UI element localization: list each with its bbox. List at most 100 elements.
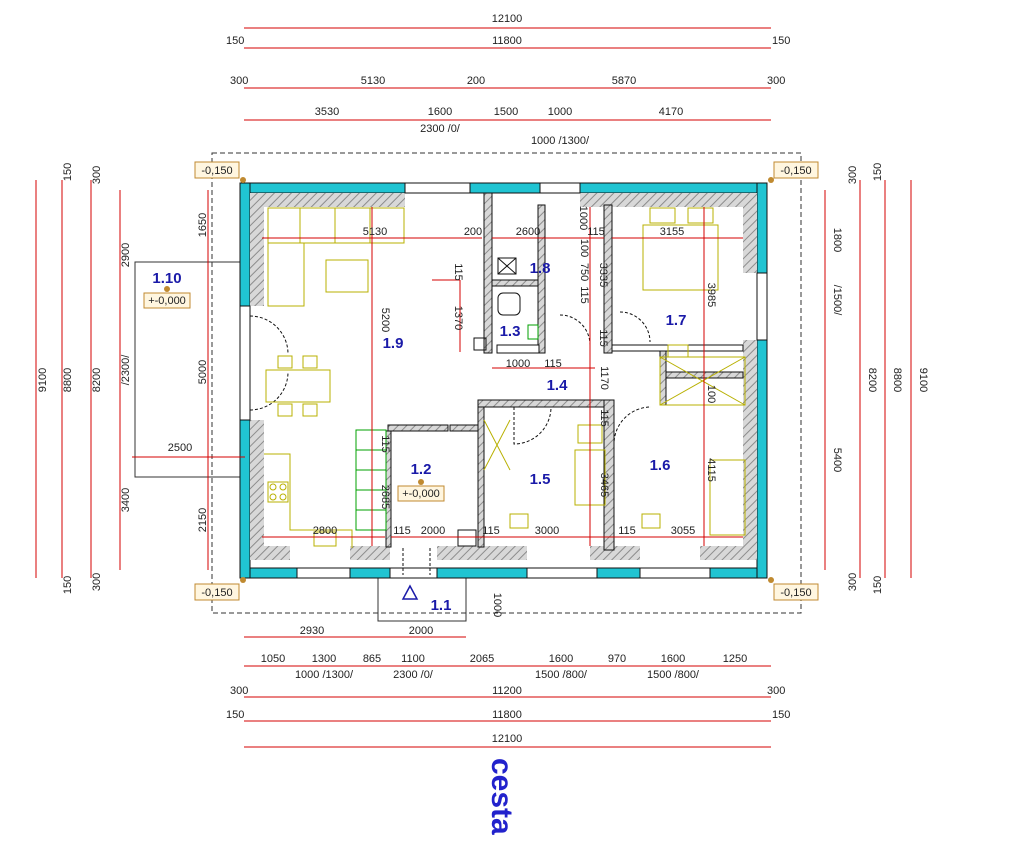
dim-bot-window-4: 1500 /800/ bbox=[647, 669, 700, 681]
site-outline bbox=[211, 152, 802, 614]
inner-dim-5130: 5130 bbox=[363, 226, 387, 238]
dim-bot-300-left: 300 bbox=[230, 685, 248, 697]
inner-dim-3155: 3155 bbox=[660, 226, 684, 238]
dim-bot-2000: 2000 bbox=[409, 625, 433, 637]
inner-dim-3985: 3985 bbox=[705, 283, 717, 307]
dim-bot-150-left: 150 bbox=[226, 709, 244, 721]
room-1-8: 1.8 bbox=[530, 260, 551, 277]
dim-top-5870: 5870 bbox=[612, 75, 636, 87]
inner-dim-115-f: 115 bbox=[598, 409, 610, 427]
inner-dim-115-a: 115 bbox=[587, 226, 605, 238]
inner-dim-1000-entry: 1000 bbox=[491, 593, 503, 617]
level-bl: -0,150 bbox=[201, 587, 232, 599]
dim-top-150-right: 150 bbox=[772, 35, 790, 47]
dim-bot-2930: 2930 bbox=[300, 625, 324, 637]
door-swings bbox=[249, 311, 652, 575]
furniture bbox=[264, 207, 746, 548]
partitions bbox=[385, 192, 744, 551]
dim-bot-window-2: 2300 /0/ bbox=[393, 669, 434, 681]
sanitary bbox=[355, 257, 539, 547]
dim-bot-150-right: 150 bbox=[772, 709, 790, 721]
inner-dim-2685: 2685 bbox=[379, 485, 391, 509]
dim-top-200: 200 bbox=[467, 75, 485, 87]
inner-dim-100-a: 100 bbox=[578, 239, 590, 257]
level-tr: -0,150 bbox=[780, 165, 811, 177]
dim-bot-1600a: 1600 bbox=[549, 653, 573, 665]
dim-top-5130: 5130 bbox=[361, 75, 385, 87]
dim-left-150-top: 150 bbox=[62, 163, 74, 181]
dim-left-8800: 8800 bbox=[62, 368, 74, 392]
dim-left-5000: 5000 bbox=[197, 360, 209, 384]
inner-dim-1370: 1370 bbox=[452, 306, 464, 330]
inner-dim-100-b: 100 bbox=[705, 385, 717, 403]
dim-bot-1600b: 1600 bbox=[661, 653, 685, 665]
inner-dim-3055: 3055 bbox=[671, 525, 695, 537]
level-tl: -0,150 bbox=[201, 165, 232, 177]
dim-top-300-right: 300 bbox=[767, 75, 785, 87]
inner-dim-2600: 2600 bbox=[516, 226, 540, 238]
dim-bot-1300: 1300 bbox=[312, 653, 336, 665]
inner-dim-2800: 2800 bbox=[313, 525, 337, 537]
dim-top-1500: 1500 bbox=[494, 106, 518, 118]
room-1-3: 1.3 bbox=[500, 323, 521, 340]
level-room-1-2: +-0,000 bbox=[402, 488, 440, 500]
level-br: -0,150 bbox=[780, 587, 811, 599]
dim-bot-11800: 11800 bbox=[492, 709, 522, 721]
room-1-9: 1.9 bbox=[383, 335, 404, 352]
dim-top-1000: 1000 bbox=[548, 106, 572, 118]
road-label: cesta bbox=[485, 758, 518, 835]
dim-top-window-1: 2300 /0/ bbox=[420, 123, 461, 135]
dim-top-total: 12100 bbox=[492, 13, 523, 25]
dim-left-2900: 2900 bbox=[120, 243, 132, 267]
room-1-10: 1.10 bbox=[152, 270, 181, 287]
dim-top-3530: 3530 bbox=[315, 106, 339, 118]
dim-left-300-top: 300 bbox=[91, 166, 103, 184]
dim-left-1650: 1650 bbox=[197, 213, 209, 237]
dim-right-1800: 1800 bbox=[831, 228, 843, 252]
dim-top-4170: 4170 bbox=[659, 106, 683, 118]
inner-dim-4115: 4115 bbox=[705, 458, 717, 482]
inner-dim-2500: 2500 bbox=[168, 442, 192, 454]
dim-right-8200: 8200 bbox=[866, 368, 878, 392]
dim-top-window-2: 1000 /1300/ bbox=[531, 135, 590, 147]
inner-dim-115-e: 115 bbox=[544, 358, 562, 370]
entrance-arrow-icon bbox=[401, 584, 419, 600]
inner-dim-115-j: 115 bbox=[618, 525, 636, 537]
inner-dim-3465: 3465 bbox=[598, 473, 610, 497]
room-1-6: 1.6 bbox=[650, 457, 671, 474]
inner-dim-115-d: 115 bbox=[597, 329, 609, 347]
dim-bot-2065: 2065 bbox=[470, 653, 494, 665]
dim-bot-1100: 1100 bbox=[401, 653, 425, 665]
room-1-5: 1.5 bbox=[530, 471, 551, 488]
inner-dim-2000: 2000 bbox=[421, 525, 445, 537]
inner-dim-115-c: 115 bbox=[578, 286, 590, 304]
inner-dim-3000: 3000 bbox=[535, 525, 559, 537]
dim-left-150-bot: 150 bbox=[62, 576, 74, 594]
inner-dim-3335: 3335 bbox=[597, 263, 609, 287]
dim-left-300-bot: 300 bbox=[91, 573, 103, 591]
room-1-1: 1.1 bbox=[431, 597, 452, 614]
dim-bot-1050: 1050 bbox=[261, 653, 285, 665]
room-1-2: 1.2 bbox=[411, 461, 432, 478]
dim-bot-11200: 11200 bbox=[492, 685, 522, 697]
dim-left-2150: 2150 bbox=[197, 508, 209, 532]
outer-walls bbox=[239, 182, 768, 579]
dim-left-9100: 9100 bbox=[37, 368, 49, 392]
dim-bot-300-right: 300 bbox=[767, 685, 785, 697]
dim-right-300-bot: 300 bbox=[847, 573, 859, 591]
inner-dim-1000-mid: 1000 bbox=[506, 358, 530, 370]
dim-bot-865: 865 bbox=[363, 653, 381, 665]
room-1-4: 1.4 bbox=[547, 377, 569, 394]
entrance-outline bbox=[377, 574, 467, 622]
inner-dim-115-g: 115 bbox=[379, 435, 391, 453]
dim-bot-970: 970 bbox=[608, 653, 626, 665]
room-1-7: 1.7 bbox=[666, 312, 687, 329]
dim-top-300-left: 300 bbox=[230, 75, 248, 87]
dim-right-150-bot: 150 bbox=[872, 576, 884, 594]
dim-right-5400: 5400 bbox=[831, 448, 843, 472]
dim-right-8800: 8800 bbox=[891, 368, 903, 392]
room-labels: 1.10 1.9 1.8 1.3 1.7 1.4 1.2 1.5 1.6 1.1 bbox=[152, 260, 686, 614]
dim-right-150-top: 150 bbox=[872, 163, 884, 181]
inner-dim-115-i: 115 bbox=[482, 525, 500, 537]
